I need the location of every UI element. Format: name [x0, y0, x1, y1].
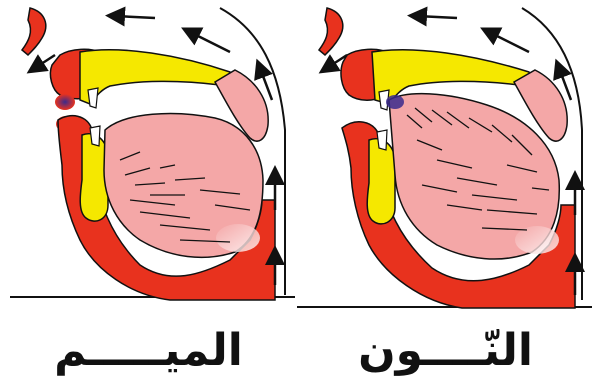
nose-tip	[319, 8, 343, 55]
diagram-meem	[0, 0, 297, 320]
lip-closure-upper	[55, 94, 75, 110]
lower-incisor	[90, 126, 100, 146]
arrow-icon	[489, 32, 529, 52]
label-noon: النّــــون	[297, 318, 594, 384]
arrow-icon	[417, 16, 457, 18]
arrow-icon	[115, 16, 155, 18]
lower-tooth	[367, 139, 395, 224]
nose-tip	[22, 8, 46, 55]
diagram-noon	[297, 0, 594, 320]
throat-fade	[216, 224, 260, 252]
lower-incisor	[377, 130, 387, 150]
vocal-tract-meem	[0, 0, 297, 320]
vocal-tract-noon	[297, 0, 594, 320]
arrow-icon	[190, 32, 230, 52]
hard-palate	[80, 50, 231, 104]
alveolar-contact-point	[386, 95, 404, 109]
label-meem: الميـــــم	[0, 318, 297, 384]
upper-tooth	[88, 88, 98, 108]
